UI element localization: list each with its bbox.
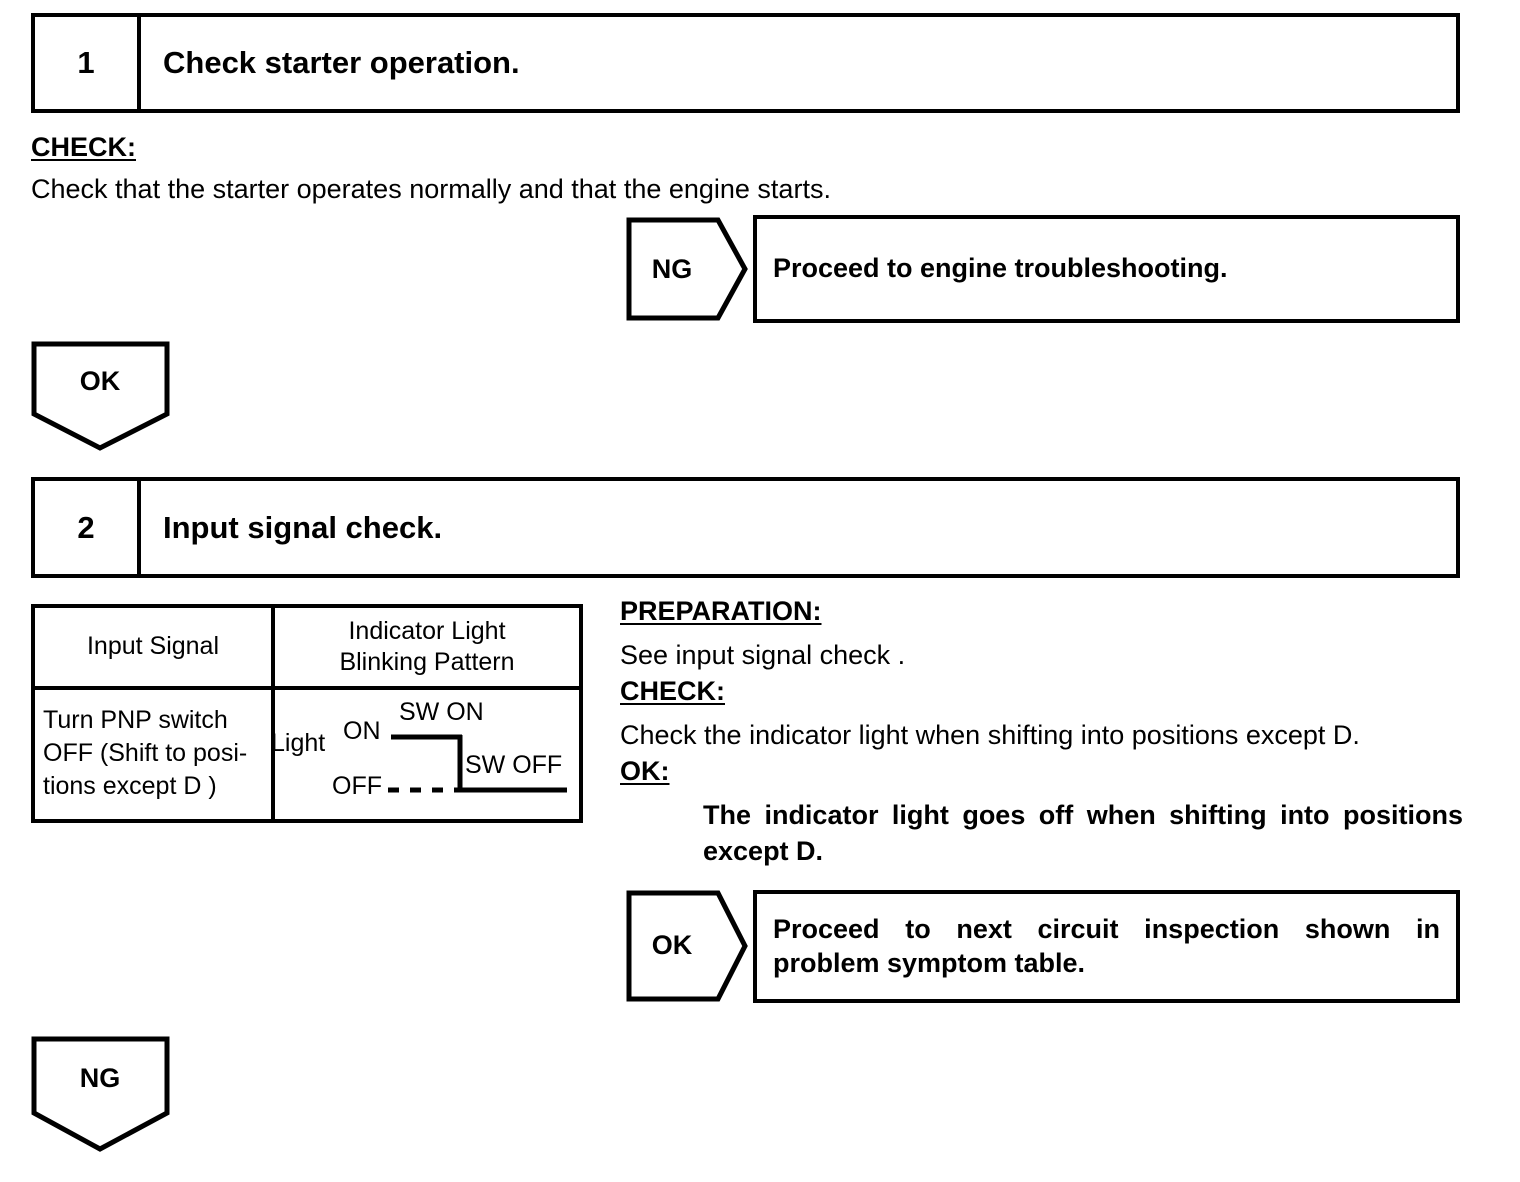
waveform-axis-label: Light bbox=[271, 729, 326, 757]
waveform-sw-off-label: SW OFF bbox=[465, 751, 563, 779]
step-2-title: Input signal check. bbox=[163, 509, 443, 545]
blinking-pattern-waveform: Light ON SW ON OFF SW OFF bbox=[271, 690, 583, 822]
table-cell-input-signal: Turn PNP switch OFF (Shift to posi- tion… bbox=[43, 706, 248, 800]
table-body-row: Turn PNP switch OFF (Shift to posi- tion… bbox=[35, 690, 579, 819]
ok-arrow-step-1: OK bbox=[31, 341, 171, 451]
step-2-ok-text: The indicator light goes off when shifti… bbox=[703, 800, 1463, 867]
step-1-check-label: CHECK: bbox=[31, 132, 136, 162]
step-1-title: Check starter operation. bbox=[163, 45, 520, 80]
ng-arrow-step-1: NG bbox=[626, 217, 748, 321]
ok-arrow-step-2: OK bbox=[626, 890, 748, 1002]
step-1-ng-result-text: Proceed to engine troubleshooting. bbox=[773, 253, 1228, 284]
step-1-check-text: Check that the starter operates normally… bbox=[31, 174, 831, 204]
step-2-ok-result-box: Proceed to next circuit inspection shown… bbox=[753, 890, 1460, 1003]
step-2-number: 2 bbox=[35, 481, 141, 574]
step-2-ok-result-text: Proceed to next circuit inspection shown… bbox=[773, 913, 1440, 978]
step-1-ng-result-box: Proceed to engine troubleshooting. bbox=[753, 215, 1460, 323]
step-2-check-label: CHECK: bbox=[620, 676, 725, 706]
input-signal-table: Input Signal Indicator Light Blinking Pa… bbox=[31, 604, 583, 823]
table-header-row: Input Signal Indicator Light Blinking Pa… bbox=[35, 608, 579, 690]
waveform-on-label: ON bbox=[343, 717, 381, 745]
step-2-header-box: 2 Input signal check. bbox=[31, 477, 1460, 578]
step-2-preparation-text: See input signal check . bbox=[620, 640, 906, 670]
step-2-check-text: Check the indicator light when shifting … bbox=[620, 720, 1360, 750]
step-1-header-box: 1 Check starter operation. bbox=[31, 13, 1460, 113]
waveform-off-label: OFF bbox=[332, 772, 382, 800]
waveform-sw-on-label: SW ON bbox=[399, 698, 484, 726]
step-1-number: 1 bbox=[35, 17, 141, 109]
step-2-ok-label: OK: bbox=[620, 756, 670, 786]
table-header-blinking-pattern: Indicator Light Blinking Pattern bbox=[339, 616, 515, 676]
ng-arrow-step-2: NG bbox=[31, 1036, 171, 1152]
table-column-divider-body bbox=[271, 690, 275, 819]
table-column-divider-header bbox=[271, 608, 275, 686]
step-2-preparation-label: PREPARATION: bbox=[620, 596, 822, 626]
table-header-input-signal: Input Signal bbox=[86, 632, 220, 661]
